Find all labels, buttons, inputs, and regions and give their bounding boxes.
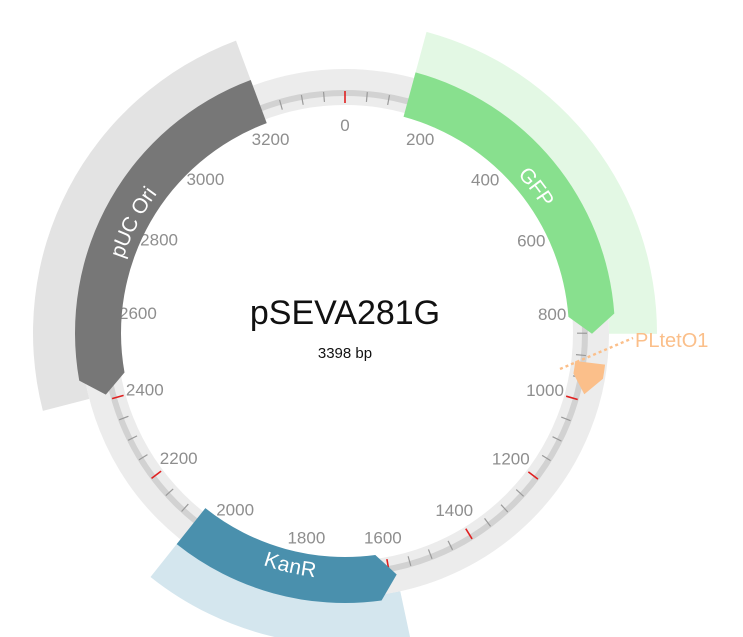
- pltet-arrow: [573, 361, 606, 395]
- tick: [151, 470, 162, 480]
- tick-label: 400: [471, 170, 499, 189]
- tick-label: 600: [517, 231, 545, 250]
- tick-label: 1000: [526, 381, 564, 400]
- tick-label: 2400: [126, 380, 164, 399]
- feature-shades: [33, 31, 658, 637]
- tick: [300, 94, 304, 105]
- tick: [279, 99, 283, 110]
- tick-label: 0: [340, 116, 349, 135]
- tick: [515, 489, 525, 497]
- pucori-shade: [33, 40, 253, 411]
- tick: [365, 91, 368, 103]
- tick-label: 2000: [216, 501, 254, 520]
- tick: [561, 416, 571, 422]
- tick-labels: 0 200 400 600 800 1000 1200 1400 1600 1800 2000 220…: [119, 116, 566, 548]
- pltet-feature: PLtetO1: [559, 330, 708, 395]
- tick-label: 2200: [160, 449, 198, 468]
- tick: [484, 517, 492, 527]
- tick: [500, 504, 509, 513]
- tick-label: 1600: [364, 529, 402, 548]
- tick-label: 3000: [186, 170, 224, 189]
- plasmid-name: pSEVA281G: [250, 294, 440, 332]
- plasmid-length: 3398 bp: [318, 345, 372, 362]
- tick-label: 800: [538, 305, 566, 324]
- tick: [111, 394, 124, 400]
- tick-label: 3200: [252, 130, 290, 149]
- tick-label: 2600: [119, 304, 157, 323]
- tick: [527, 471, 539, 480]
- tick: [541, 454, 551, 462]
- pltet-leader: [559, 336, 634, 371]
- tick: [465, 528, 473, 540]
- tick-label: 1200: [492, 450, 530, 469]
- tick: [165, 488, 174, 497]
- pucori-arrow: [75, 80, 267, 395]
- tick: [387, 95, 391, 106]
- tick: [127, 435, 138, 441]
- tick-label: 2800: [140, 231, 178, 250]
- tick: [565, 395, 578, 401]
- tick: [181, 503, 189, 512]
- gfp-shade: [414, 31, 658, 334]
- tick: [447, 540, 454, 551]
- tick-label: 1400: [435, 501, 473, 520]
- tick: [575, 354, 587, 357]
- tick-label: 1800: [287, 528, 325, 547]
- gfp-arrow: [403, 72, 615, 334]
- tick: [138, 454, 148, 461]
- tick: [118, 415, 129, 421]
- kanr-arrow: [176, 508, 397, 603]
- tick: [322, 91, 326, 102]
- tick: [407, 556, 412, 567]
- tick: [427, 549, 433, 560]
- tick-label: 200: [406, 130, 434, 149]
- pltet-label: PLtetO1: [635, 330, 708, 352]
- tick: [552, 436, 562, 442]
